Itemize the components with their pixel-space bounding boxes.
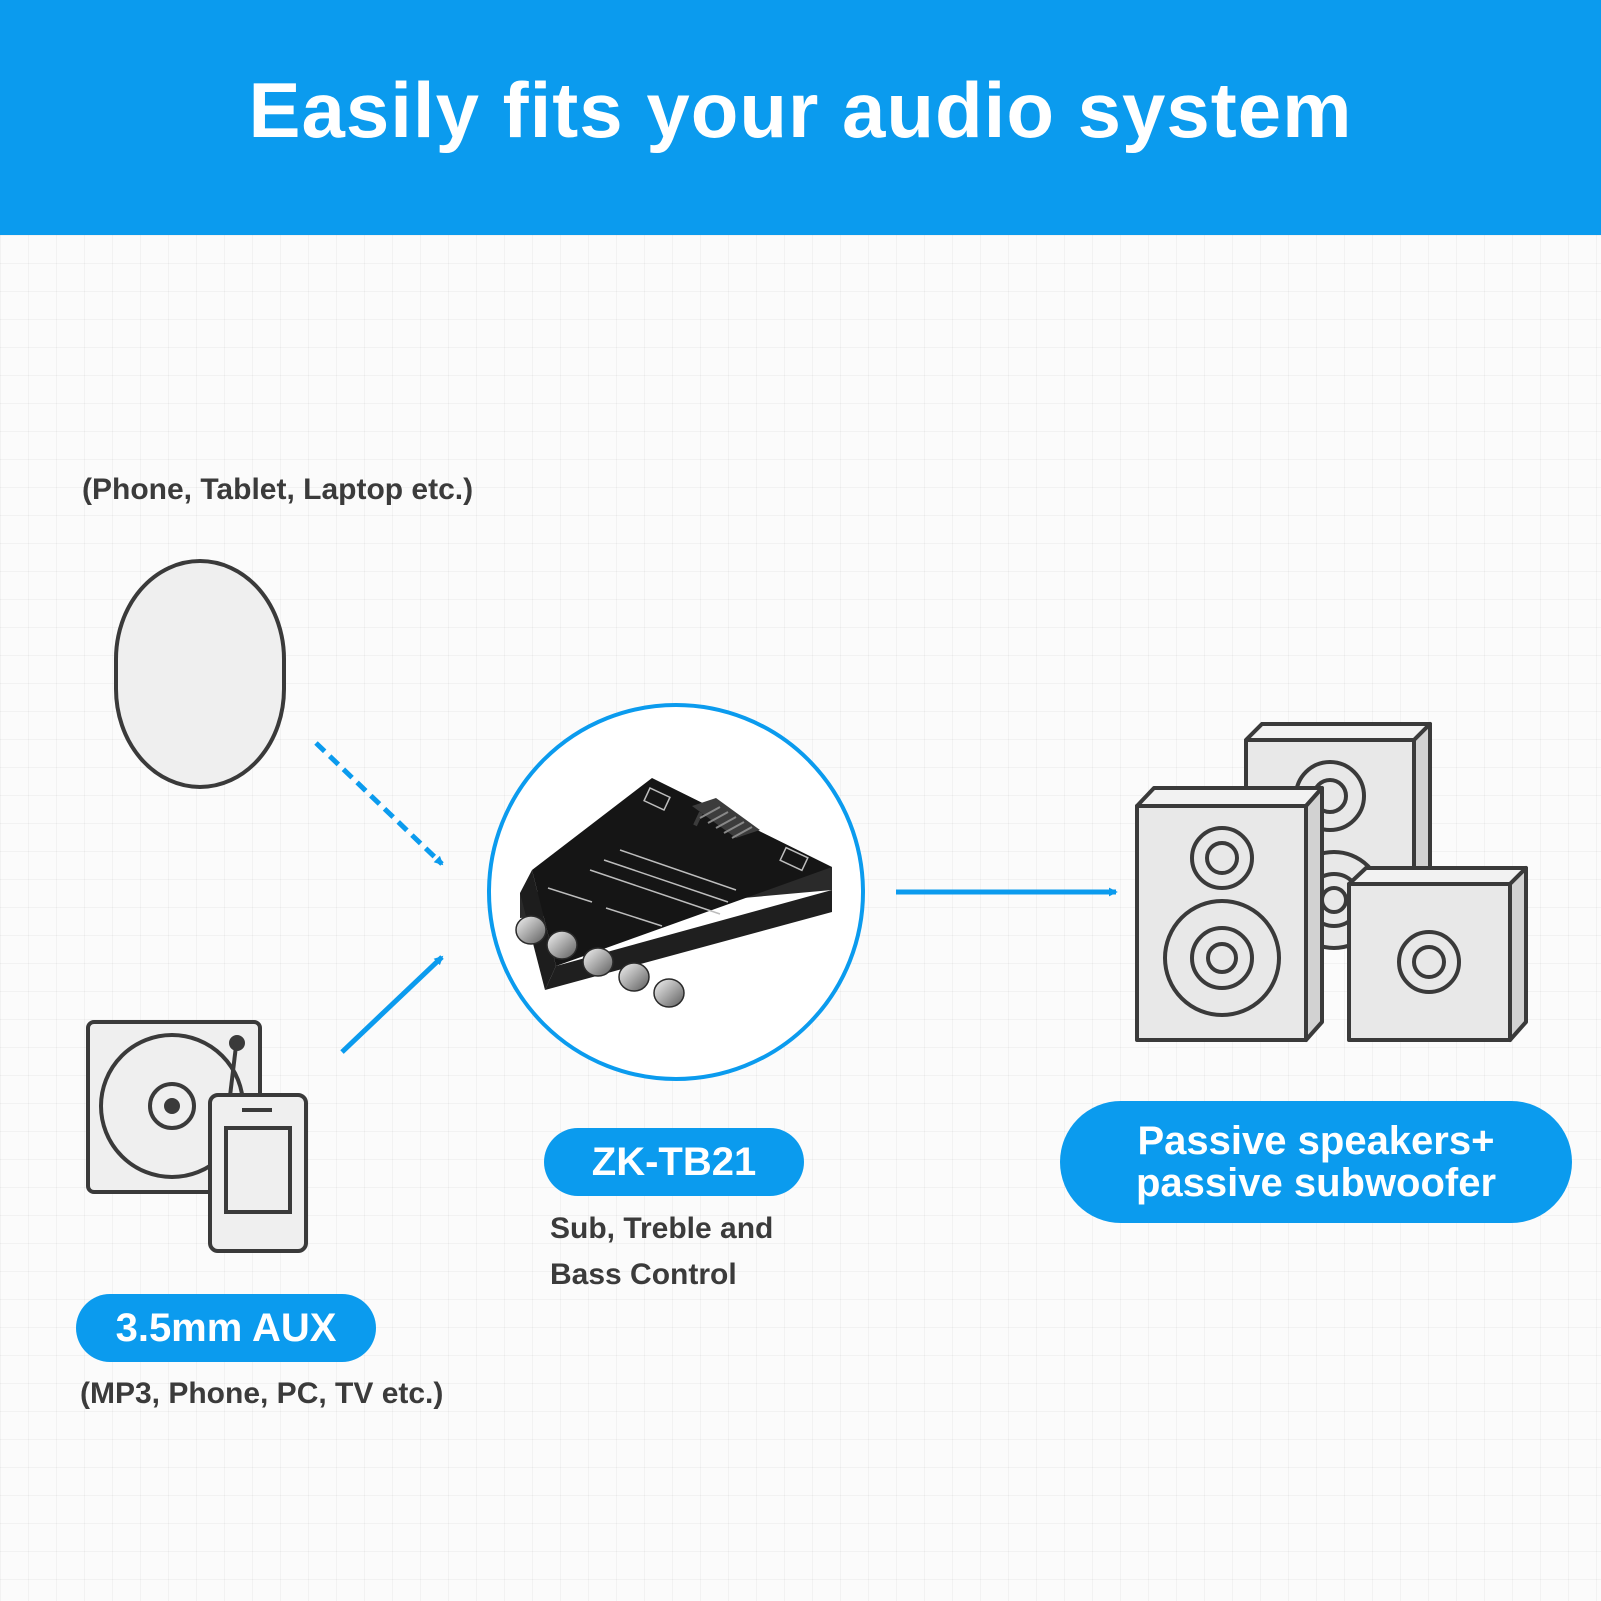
aux-input-arrow — [340, 955, 444, 1054]
header-banner: Easily fits your audio system — [0, 0, 1601, 235]
aux-sources-caption: (MP3, Phone, PC, TV etc.) — [80, 1377, 444, 1410]
aux-badge: 3.5mm AUX — [76, 1294, 376, 1362]
speakers-icon — [1135, 722, 1528, 1042]
output-badge: Passive speakers+ passive subwoofer — [1060, 1101, 1572, 1223]
page-title: Easily fits your audio system — [248, 66, 1353, 154]
amplifier-board-image — [487, 703, 865, 1081]
wireless-device-icon — [114, 559, 286, 789]
amplifier-description-line2: Bass Control — [550, 1258, 737, 1291]
output-label-line2: passive subwoofer — [1135, 1161, 1497, 1205]
amplifier-description: Sub, Treble and Bass Control — [550, 1206, 773, 1298]
wireless-sources-caption: (Phone, Tablet, Laptop etc.) — [82, 473, 474, 506]
output-label-line1: Passive speakers+ — [1137, 1119, 1495, 1163]
aux-badge-label: 3.5mm AUX — [115, 1305, 337, 1350]
turntable-phone-icon — [86, 1020, 308, 1253]
model-badge: ZK-TB21 — [544, 1128, 804, 1196]
amplifier-description-line1: Sub, Treble and — [550, 1212, 774, 1245]
model-label: ZK-TB21 — [591, 1139, 757, 1184]
wireless-input-arrow — [314, 741, 444, 866]
